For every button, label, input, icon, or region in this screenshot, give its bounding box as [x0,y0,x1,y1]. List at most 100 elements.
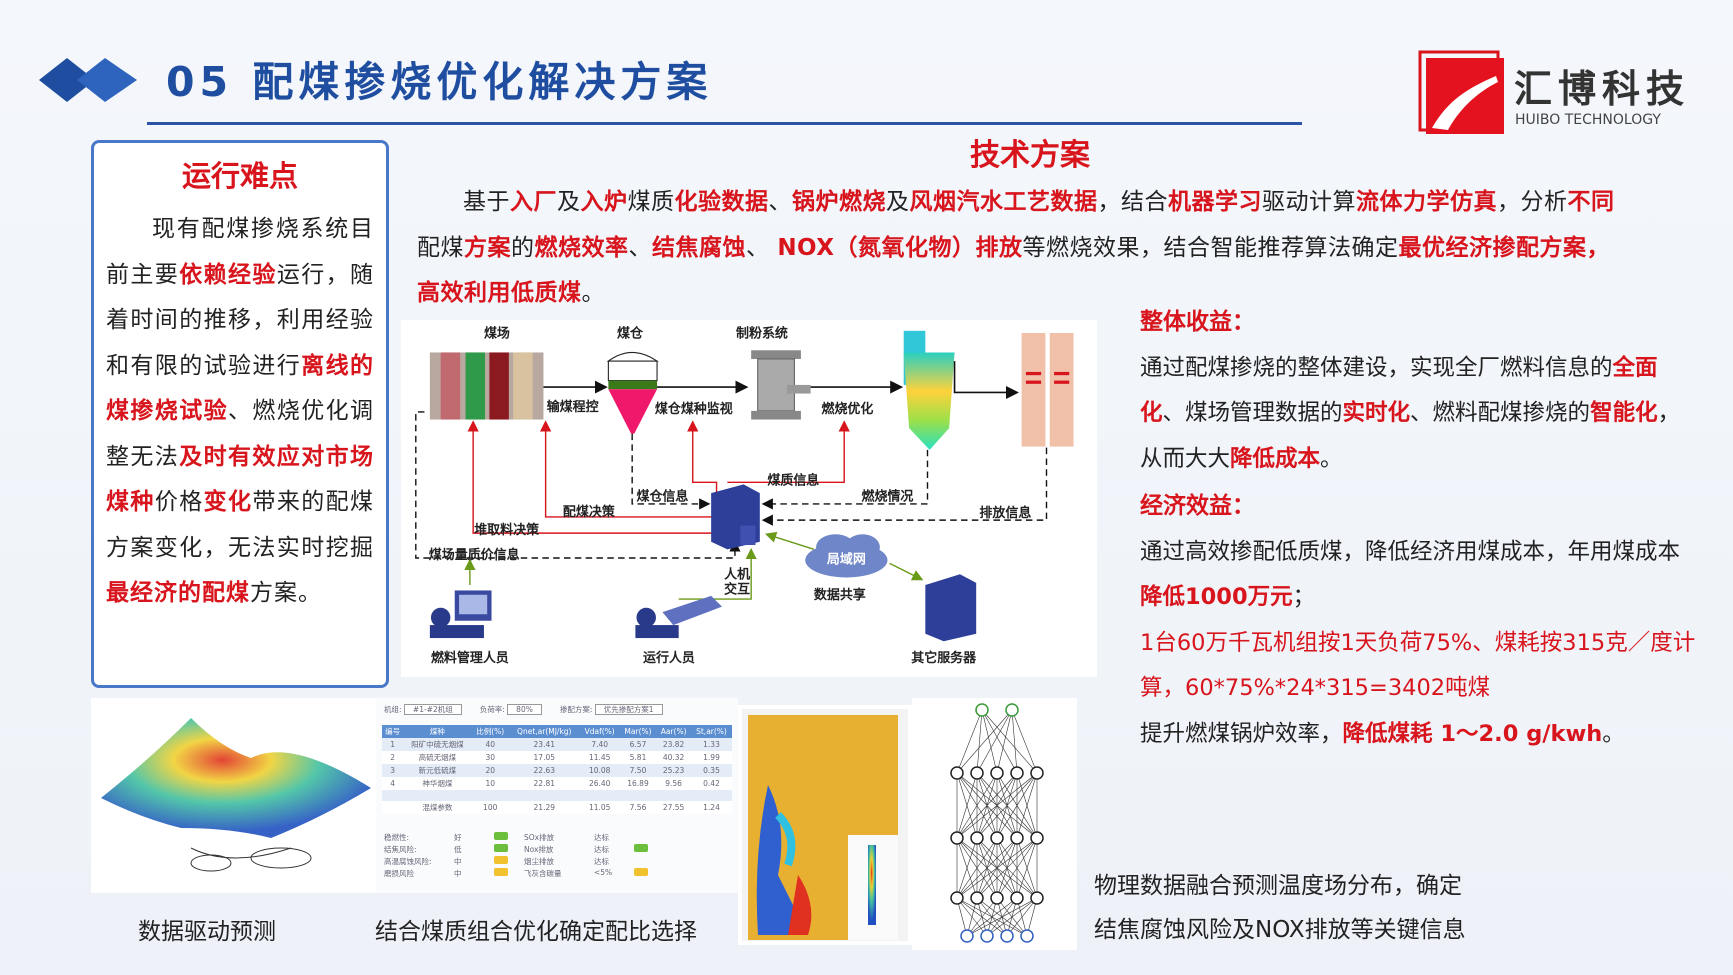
caption-blend-selection: 结合煤质组合优化确定配比选择 [375,919,697,945]
status-arrow-icon [634,868,664,879]
table-cell: 30 [471,751,509,764]
label-mill: 制粉系统 [736,325,788,341]
company-logo: 汇博科技 HUIBO TECHNOLOGY [1418,50,1698,135]
table-cell [403,790,472,801]
highlight-text: 结焦腐蚀 [652,234,746,261]
status-arrow-icon [634,832,664,843]
indicator-text: 中 [454,869,462,878]
indicator-text: 高温腐蚀风险: [384,857,432,866]
neural-network-image [912,698,1077,950]
table-cell: 1.24 [690,801,732,814]
table-cell: 1 [382,738,404,751]
label-hmi-2: 交互 [724,582,750,598]
table-cell: 高硫无烟煤 [403,751,472,764]
table-cell: 0.42 [690,777,732,790]
table-cell: 7.56 [619,801,657,814]
table-cell: 11.45 [579,751,620,764]
load-select: 80% [507,704,542,715]
body-text: 基于 [463,189,510,215]
label-silo-monitor: 煤仓煤种监视 [655,401,733,417]
table-cell [690,790,732,801]
label-conveyor: 输煤程控 [547,399,599,415]
table-cell: 23.82 [656,738,691,751]
mill-icon [751,350,811,420]
highlight-text: 实时化 [1342,400,1411,426]
column-header: 煤种 [403,725,472,738]
table-cell: 1.99 [690,751,732,764]
body-text: ，从而大大 [1140,400,1681,472]
caption-physics-2: 结焦腐蚀风险及NOX排放等关键信息 [1094,917,1466,943]
label-data-share: 数据共享 [814,587,866,603]
boiler-icon [903,330,955,450]
indicator-text: Nox排放 [524,845,554,854]
body-text: 、 [628,234,652,261]
silo-icon [606,351,659,434]
benefits-panel: 整体收益： 通过配煤掺烧的整体建设，实现全厂燃料信息的全面化、煤场管理数据的实时… [1140,300,1700,757]
caption-physics-1: 物理数据融合预测温度场分布，确定 [1094,873,1462,899]
calculation-text: 1台60万千瓦机组按1天负荷75%、煤耗按315克／度计算，60*75%*24*… [1140,629,1696,702]
label-other-servers: 其它服务器 [911,650,977,666]
highlight-text: 及时有效应对市场煤种 [106,443,375,516]
highlight-text: 入炉 [580,189,628,215]
highlight-text: 最优经济掺配方案，高效利用低质煤 [417,234,1611,307]
label-hmi: 人机 [724,567,750,583]
column-header: Aar(%) [656,725,691,738]
column-header: 比例(%) [471,725,509,738]
body-text: 配煤 [417,234,464,261]
unit-label: 机组: [384,705,402,714]
table-cell [471,790,509,801]
label-combustion-opt: 燃烧优化 [821,401,873,417]
table-cell: 16.89 [619,777,657,790]
body-text: 及 [557,189,581,215]
economic-benefit-text: 通过高效掺配低质煤，降低经济用煤成本，年用煤成本降低1000万元； [1140,530,1700,621]
blend-optimization-screenshot: 机组: #1-#2机组 负荷率: 80% 掺配方案: 优先掺配方案1 编号煤种比… [376,698,738,893]
table-cell [508,790,580,801]
surface-plot-image [91,698,376,893]
fuel-staff-icon [429,590,492,639]
body-text: 、 [768,189,792,215]
highlight-text: 流体力学仿真 [1356,189,1497,215]
body-text: 等燃烧效果，结合智能推荐算法确定 [1022,234,1399,261]
indicator-text: 结焦风险: [384,845,417,854]
table-cell: 神华烟煤 [403,777,472,790]
difficulty-panel: 运行难点 现有配煤掺烧系统目前主要依赖经验运行，随着时间的推移，利用经验和有限的… [91,140,389,688]
body-text: 运行，随着时间的推移，利用经验和有限的试验进行 [106,261,375,379]
table-cell [382,801,404,814]
central-server-icon [711,484,760,550]
status-arrow-icon [494,844,524,855]
status-arrow-icon [494,868,524,879]
label-combustion-status: 燃烧情况 [862,489,914,505]
highlight-text: 降低成本 [1230,445,1321,472]
label-quality-info: 煤质信息 [767,472,819,488]
body-text: 、燃烧优化调整无法 [106,398,375,470]
table-cell: 23.41 [508,738,580,751]
highlight-text: 方案 [464,234,511,261]
highlight-text: 最经济的配煤 [106,580,250,606]
table-cell: 3 [382,764,404,777]
highlight-text: 离线的煤掺烧试验 [106,352,375,425]
efficiency-text: 提升燃煤锅炉效率，降低煤耗 1～2.0 g/kwh。 [1140,712,1700,758]
body-text: ，结合 [1097,189,1168,215]
difficulty-text: 现有配煤掺烧系统目前主要依赖经验运行，随着时间的推移，利用经验和有限的试验进行离… [106,207,374,617]
table-cell: 0.35 [690,764,732,777]
table-cell: 40.32 [656,751,691,764]
tech-heading: 技术方案 [970,138,1090,173]
indicator-text: <5% [594,868,613,877]
body-text: 现有配煤掺烧系统目前主要 [106,216,374,288]
overall-benefit-heading: 整体收益： [1140,309,1255,335]
table-cell: 100 [471,801,509,814]
body-text: 带来的配煤方案变化，无法实时挖掘 [106,489,375,561]
label-yard-info: 煤场量质价信息 [429,547,520,563]
table-cell: 7.40 [579,738,620,751]
table-cell: 2 [382,751,404,764]
indicator-text: 中 [454,857,462,866]
other-server-icon [925,574,977,642]
label-silo-info: 煤仓信息 [636,489,688,505]
logo-text-cn: 汇博科技 [1514,67,1691,111]
table-row [382,790,732,801]
label-blend-decision: 配煤决策 [563,504,616,520]
